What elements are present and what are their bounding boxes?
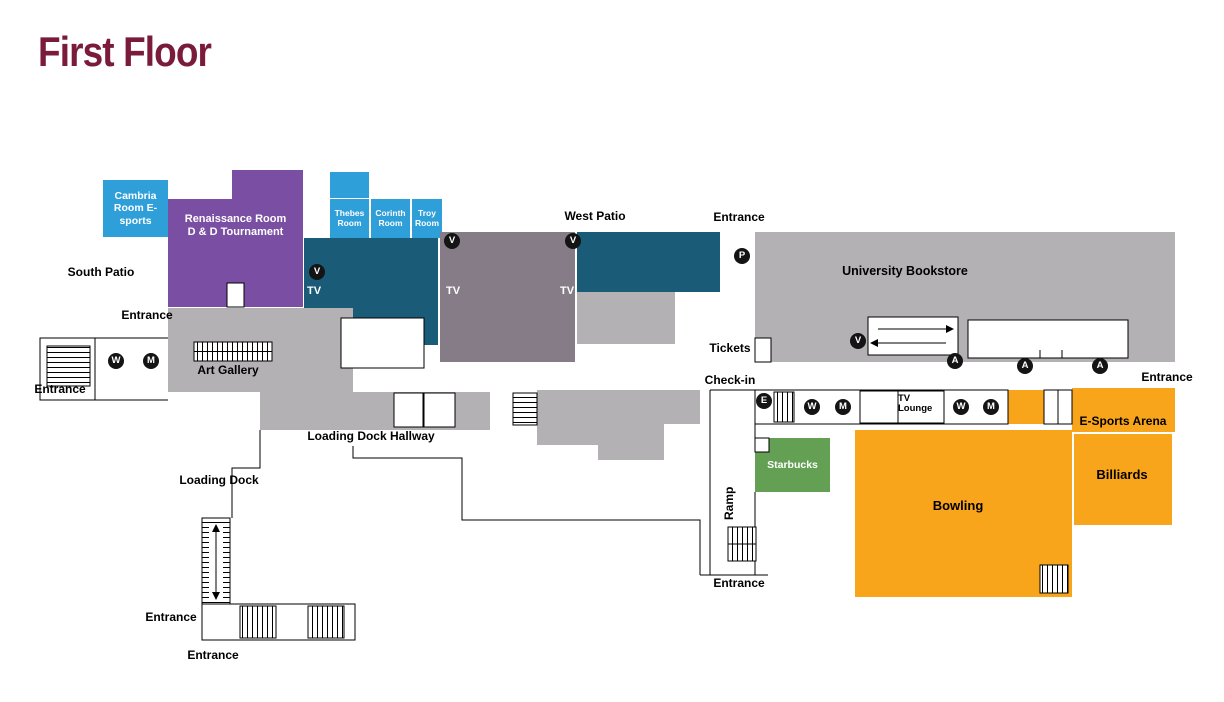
label-entrance-south-center: Entrance	[713, 576, 765, 590]
area-west-patio-building	[577, 232, 720, 292]
label-tv-lounge-room: TV Lounge	[898, 393, 933, 415]
label-entrance-east: Entrance	[1141, 370, 1193, 384]
mens-restroom-icon: M	[143, 353, 159, 369]
label-art-gallery: Art Gallery	[197, 363, 259, 377]
label-billiards: Billiards	[1096, 467, 1148, 482]
southwest-escalator	[201, 517, 231, 605]
room-esports-arena-annex	[1008, 390, 1044, 424]
restroom-corridor	[754, 389, 1009, 425]
atm-icon: A	[1092, 358, 1108, 374]
label-check-in: Check-in	[704, 373, 756, 387]
label-university-bookstore: University Bookstore	[842, 264, 968, 278]
label-ramp: Ramp	[722, 486, 736, 520]
ramp-stairs	[727, 526, 757, 562]
label-west-patio: West Patio	[564, 209, 626, 223]
area-gray-annex	[577, 292, 675, 344]
atm-icon: A	[947, 353, 963, 369]
vending-icon: V	[444, 233, 460, 249]
mens-restroom-icon: M	[835, 399, 851, 415]
label-loading-dock-hallway: Loading Dock Hallway	[307, 429, 435, 443]
room-renaissance-upper	[232, 170, 303, 199]
renaissance-door-notch	[226, 282, 245, 308]
label-entrance-southwest-1: Entrance	[145, 610, 197, 624]
room-thebes: Thebes Room	[330, 199, 369, 238]
label-bowling: Bowling	[932, 498, 984, 513]
room-cambria-label: Cambria Room E-sports	[113, 190, 158, 227]
womens-restroom-icon: W	[953, 399, 969, 415]
room-starbucks-label: Starbucks	[767, 458, 818, 471]
room-thebes-label: Thebes Room	[334, 207, 365, 228]
room-corinth: Corinth Room	[371, 199, 410, 238]
label-esports-arena: E-Sports Arena	[1079, 414, 1167, 428]
room-renaissance-label: Renaissance Room D & D Tournament	[185, 199, 286, 238]
hallway-room-1	[393, 392, 424, 428]
label-tv-center-west: TV	[445, 285, 461, 297]
womens-restroom-icon: W	[108, 353, 124, 369]
parking-icon: P	[734, 248, 750, 264]
arena-stairwell	[1043, 389, 1073, 425]
page-title: First Floor	[38, 28, 212, 75]
room-troy: Troy Room	[412, 199, 442, 238]
renaissance-label-line1: Renaissance Room	[184, 213, 287, 225]
central-stairs	[512, 392, 538, 426]
southwest-corridor	[201, 603, 356, 641]
room-esports-arena	[1072, 388, 1175, 432]
elevator-icon: E	[756, 393, 772, 409]
bookstore-inner-corridor	[967, 319, 1129, 359]
womens-restroom-icon: W	[804, 399, 820, 415]
lounge-inner-room	[340, 317, 425, 369]
room-billiards	[1074, 434, 1172, 525]
west-stairs	[46, 345, 91, 387]
bookstore-entry-gates	[867, 316, 959, 356]
renaissance-label-line2: D & D Tournament	[187, 225, 284, 238]
label-entrance-southwest-2: Entrance	[187, 648, 239, 662]
starbucks-door-notch	[754, 437, 770, 453]
label-tickets: Tickets	[709, 341, 751, 355]
label-entrance-west-mid: Entrance	[121, 308, 173, 322]
room-troy-label: Troy Room	[414, 207, 440, 228]
label-tv-lounge-west: TV	[306, 285, 322, 297]
label-south-patio: South Patio	[67, 265, 135, 279]
room-bowling	[855, 430, 1072, 597]
label-entrance-far-west: Entrance	[34, 382, 86, 396]
bowling-stairs	[1039, 564, 1069, 594]
tickets-window	[754, 337, 772, 363]
room-cambria-esports: Cambria Room E-sports	[103, 180, 168, 237]
room-corinth-label: Corinth Room	[375, 207, 406, 228]
mens-restroom-icon: M	[983, 399, 999, 415]
art-gallery-escalator	[193, 341, 273, 362]
label-loading-dock: Loading Dock	[179, 473, 259, 487]
label-entrance-north: Entrance	[713, 210, 765, 224]
area-central-lobby	[537, 390, 700, 460]
room-thebes-upper	[330, 172, 369, 198]
vending-icon: V	[565, 233, 581, 249]
atm-icon: A	[1017, 358, 1033, 374]
hallway-room-2	[423, 392, 456, 428]
vending-icon: V	[309, 264, 325, 280]
area-center-mauve	[440, 232, 575, 362]
label-tv-center-east: TV	[559, 285, 575, 297]
vending-icon: V	[850, 333, 866, 349]
